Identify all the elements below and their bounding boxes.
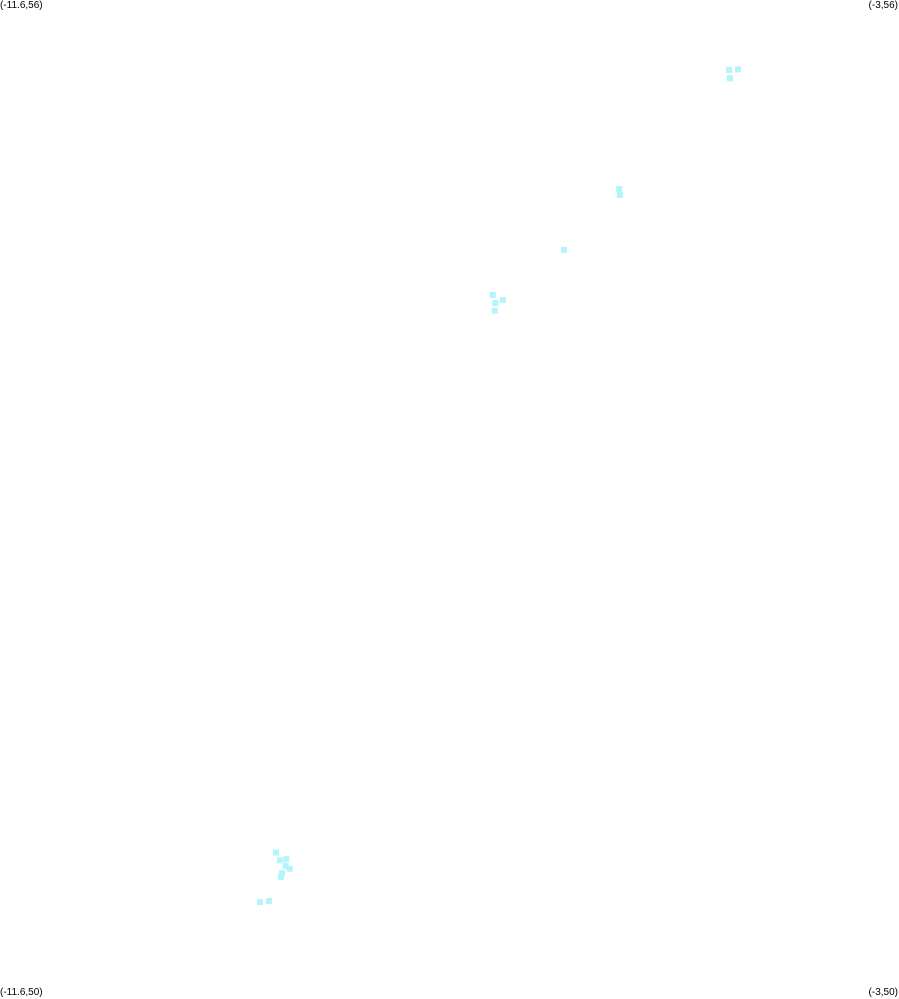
map-marker-14 (286, 865, 293, 872)
map-marker-2 (727, 75, 733, 82)
map-marker-9 (491, 307, 498, 314)
map-marker-12 (283, 856, 290, 863)
map-marker-10 (273, 849, 279, 856)
map-marker-18 (266, 898, 272, 905)
map-marker-16 (278, 874, 284, 881)
corner-label-bottom-right: (-3,50) (868, 987, 898, 998)
map-marker-0 (726, 66, 733, 73)
map-marker-7 (492, 300, 499, 306)
map-marker-4 (616, 192, 623, 198)
corner-label-top-left: (-11.6,56) (0, 0, 43, 11)
map-marker-1 (735, 66, 741, 73)
marker-layer (257, 66, 741, 906)
map-marker-5 (561, 246, 567, 253)
corner-label-top-right: (-3,56) (868, 0, 898, 11)
map-marker-13 (282, 862, 289, 869)
map-marker-11 (276, 857, 283, 864)
map-marker-6 (489, 292, 496, 298)
map-marker-15 (279, 870, 285, 877)
map-marker-8 (499, 296, 506, 303)
map-marker-17 (257, 899, 263, 906)
map-marker-3 (616, 186, 623, 192)
corner-label-bottom-left: (-11.6,50) (0, 987, 43, 998)
